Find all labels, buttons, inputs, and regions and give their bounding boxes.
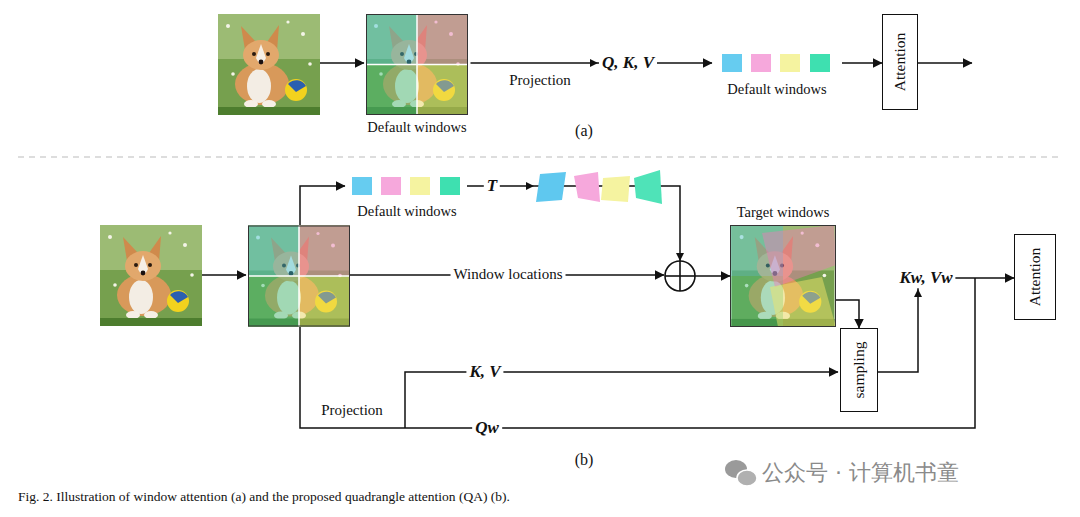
window-group: Default windows	[712, 50, 842, 100]
figure-caption: Fig. 2. Illustration of window attention…	[18, 489, 510, 505]
subfigure-label: (b)	[575, 451, 594, 469]
connector	[836, 300, 859, 328]
connector	[878, 278, 1014, 372]
tensor-label: Q, K, V	[599, 53, 657, 73]
window-squares	[381, 177, 401, 195]
subfigure-label: (a)	[575, 122, 593, 140]
edge-label: T	[484, 176, 500, 196]
window-squares	[722, 54, 742, 72]
watermark-icon	[737, 470, 757, 486]
edge-label: Projection	[509, 72, 571, 89]
box-label: Attention	[891, 33, 909, 92]
window-squares	[722, 54, 830, 72]
caption-label: Default windows	[367, 119, 466, 136]
attention-box: Attention	[1014, 234, 1056, 320]
window-squares	[410, 177, 430, 195]
attention-box: Attention	[882, 14, 918, 110]
wire	[300, 278, 975, 428]
caption-label: Default windows	[727, 81, 826, 98]
offset-windows	[601, 176, 630, 202]
wire-label: Window locations	[451, 266, 566, 283]
add-symbol	[665, 261, 695, 291]
sampling-box: sampling	[840, 328, 878, 412]
connector	[842, 62, 882, 64]
target-window-picture	[731, 226, 836, 327]
add-symbol	[679, 261, 681, 291]
tensor-label: K, V	[466, 362, 503, 382]
window-squares	[810, 54, 830, 72]
wire-label: Projection	[321, 402, 383, 419]
target-window-picture	[762, 225, 836, 287]
window-tint	[248, 226, 350, 327]
offset-windows	[574, 172, 600, 202]
arrow	[320, 62, 364, 64]
target-window-image: Target windows	[730, 225, 836, 327]
window-squares	[440, 177, 460, 195]
dog-photo	[248, 226, 350, 327]
window-group: Default windows	[347, 172, 467, 222]
caption-label: Default windows	[357, 203, 456, 220]
wire	[300, 186, 345, 225]
watermark: 公众号 · 计算机书童	[762, 460, 959, 485]
box-label: sampling	[850, 342, 868, 399]
watermark-icon	[725, 460, 757, 486]
offset-windows	[536, 172, 566, 202]
tensor-label: Qw	[472, 418, 502, 438]
target-window-picture	[770, 277, 836, 327]
box-label: Attention	[1026, 248, 1044, 307]
window-squares	[352, 177, 460, 195]
window-squares	[751, 54, 771, 72]
window-image: Default windows	[364, 14, 471, 115]
arrow-head	[914, 289, 922, 297]
dog-photo	[218, 14, 320, 115]
arrow	[202, 274, 246, 276]
target-window-picture	[730, 225, 836, 327]
edge-label: Kw, Vw	[896, 268, 955, 288]
window-squares	[352, 177, 372, 195]
arrow-head	[590, 59, 598, 67]
add-symbol	[665, 261, 695, 291]
dog-photo	[366, 14, 468, 115]
arrow	[918, 62, 972, 64]
arrow-head	[526, 182, 534, 190]
window-tint	[366, 14, 468, 115]
separator	[18, 156, 1062, 157]
offset-windows	[536, 170, 662, 204]
offset-windows	[634, 170, 662, 204]
arrow-head	[676, 253, 684, 261]
target-window-picture	[730, 225, 836, 327]
caption-label: Target windows	[737, 204, 830, 221]
window-squares	[780, 54, 800, 72]
dog-photo	[100, 225, 202, 326]
